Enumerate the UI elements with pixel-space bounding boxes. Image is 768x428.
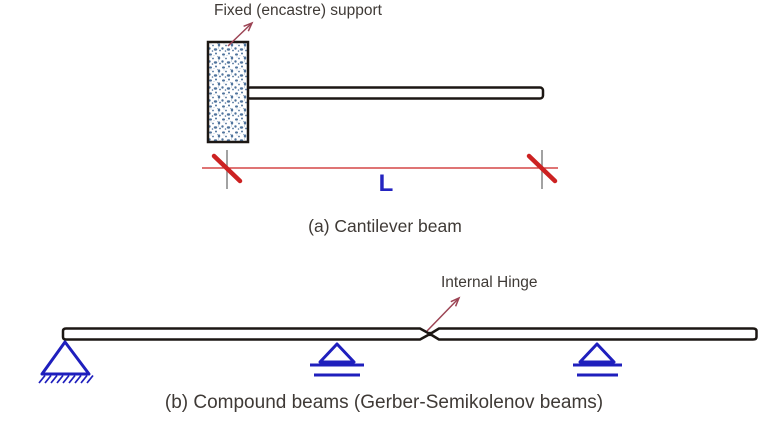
dimension-line-L — [202, 150, 558, 189]
figure-b-caption: (b) Compound beams (Gerber-Semikolenov b… — [164, 392, 604, 413]
compound-beam-diagram — [38, 296, 758, 384]
beam-segment-right — [428, 327, 758, 341]
length-dimension-label: L — [378, 170, 394, 197]
roller-support-middle — [310, 342, 364, 377]
figure-a-caption: (a) Cantilever beam — [308, 216, 462, 236]
fixed-support-block — [206, 40, 250, 144]
support-leader-arrow — [227, 21, 254, 47]
cantilever-beam-member — [245, 86, 545, 100]
roller-support-right — [573, 342, 622, 377]
hinge-leader-arrow — [426, 296, 461, 332]
fixed-support-label: Fixed (encastre) support — [214, 2, 382, 19]
internal-hinge-label: Internal Hinge — [441, 274, 538, 291]
pin-support-hatching — [38, 374, 94, 384]
pin-support — [38, 340, 94, 384]
internal-hinge-point — [427, 331, 433, 337]
beam-segment-left — [61, 327, 432, 341]
cantilever-beam-diagram — [202, 21, 558, 189]
